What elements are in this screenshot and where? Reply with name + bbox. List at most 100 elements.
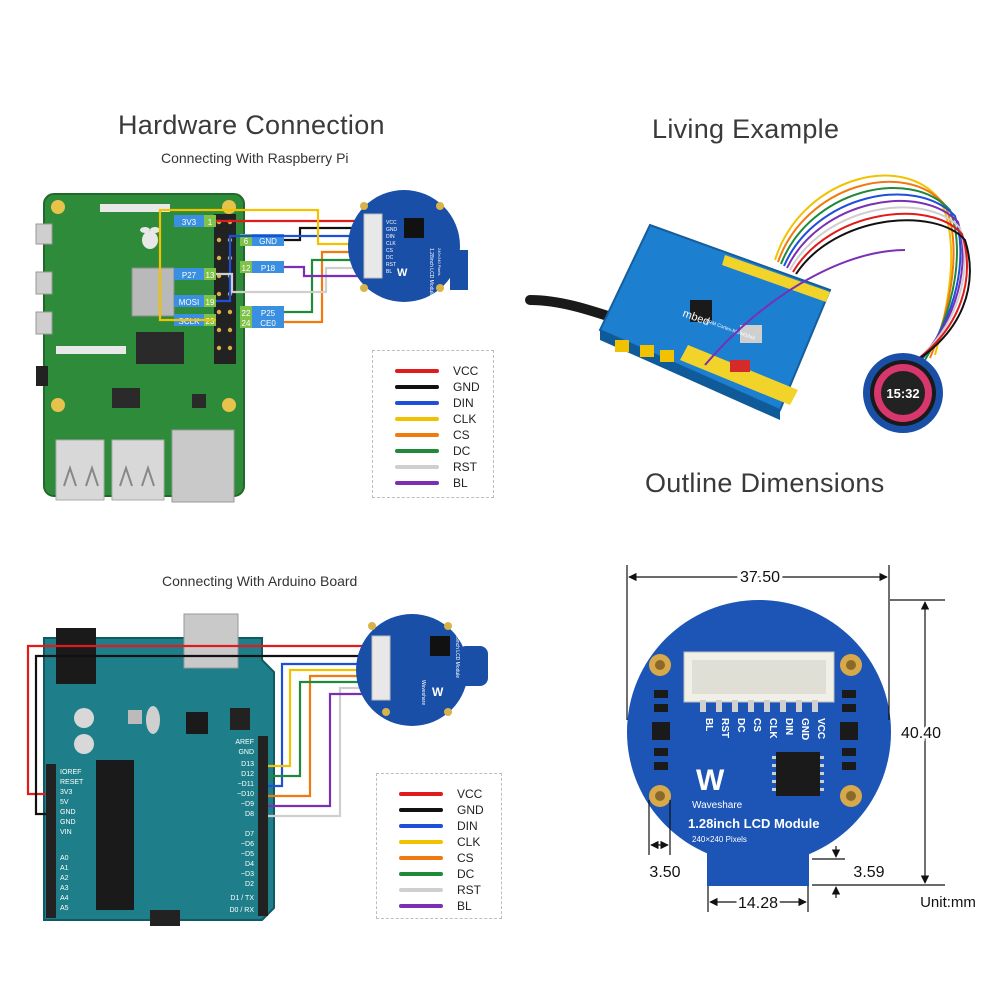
legend-label: CS [457,851,474,865]
dimension-lines [626,565,945,912]
legend-label: RST [453,460,477,474]
arduino-diagram: IOREF RESET 3V3 5V GND GND VIN A0 A1 A2 … [26,613,488,926]
lcd-pin-label: DIN [386,234,395,240]
header-yellow [722,255,830,302]
chip [186,712,208,734]
legend-line-clk [395,417,439,421]
legend-label: VCC [453,364,479,378]
hdmi-port [35,271,53,295]
usb-port [111,439,165,501]
pi-pin-label-ce0 [240,316,284,328]
chip [690,300,712,322]
example-wires [704,174,971,371]
lcd-pin-label: DC [386,255,394,261]
legend-line-vcc [399,792,443,796]
legend-line-gnd [399,808,443,812]
outline-dimensions-title: Outline Dimensions [645,468,885,498]
wire-gnd [284,226,372,242]
legend-label: GND [457,803,484,817]
pi-pin-num: 24 [242,319,251,328]
pi-pin-name: GND [259,237,277,246]
wire-dc [268,680,372,778]
arduino-digital-label: D2 [245,881,254,888]
arduino-pin-label: A0 [60,855,69,862]
legend-line-bl [399,904,443,908]
wire-clk [268,668,372,768]
module-name-text: 1.28inch LCD Module [688,816,819,831]
header-red [730,360,750,372]
legend-line-clk [399,840,443,844]
legend-label: BL [453,476,468,490]
wire-din [216,234,372,303]
pi-pin-label-p18 [240,261,284,273]
wire-legend-arduino: VCC GND DIN CLK CS DC RST BL [376,773,502,919]
reset-button [128,710,142,724]
legend-line-gnd [395,385,439,389]
lcd-module-small-arduino: W 1.28inch LCD Module Waveshare [356,614,488,726]
arduino-digital-label: ~D11 [238,781,255,788]
wire-dc [284,258,372,314]
power-header [46,764,56,918]
wire-clk [158,208,372,322]
microcontroller-chip [96,760,134,910]
lcd-pin-label: RST [386,262,396,268]
arduino-digital-label: D13 [241,761,254,768]
pi-pin-name: MOSI [179,298,199,307]
legend-label: DIN [457,819,478,833]
lcd-pin-label: BL [386,269,392,275]
usb-c-port [35,223,53,245]
legend-line-vcc [395,369,439,373]
module-pin-label: CS [751,718,762,732]
dimension-left-offset: 3.50 [649,864,680,881]
legend-line-dc [399,872,443,876]
mounting-hole [51,200,65,214]
legend-label: DC [453,444,471,458]
pi-pin-name: CE0 [260,319,276,328]
icsp-header [230,708,250,730]
pi-wires [158,208,372,324]
arduino-digital-label: ~D10 [237,791,254,798]
living-example-title: Living Example [652,114,840,144]
pi-pin-label-p25 [240,306,284,318]
arduino-digital-label: ~D6 [241,841,254,848]
connecting-pi-subtitle: Connecting With Raspberry Pi [161,150,349,166]
legend-line-cs [395,433,439,437]
module-pin-label: CLK [767,718,778,739]
module-pin-label: RST [719,718,730,738]
pi-pin-num: 22 [242,309,251,318]
hardware-connection-title: Hardware Connection [118,110,385,140]
wire-bl [284,265,372,278]
arduino-pin-label: A3 [60,885,69,892]
wire-cs [268,674,372,798]
arduino-digital-label: AREF [235,739,254,746]
connecting-arduino-subtitle: Connecting With Arduino Board [162,573,358,589]
driver-ic [776,752,820,796]
pi-pin-label-3v3 [174,215,216,227]
arduino-digital-label: D12 [241,771,254,778]
capacitor [74,708,94,728]
legend-line-bl [395,481,439,485]
camera-connector [100,204,170,212]
wire-cs [284,250,372,324]
jumper [615,340,629,352]
arduino-digital-label: D4 [245,861,254,868]
dimension-bottom-offset: 3.59 [853,864,884,881]
display-connector [56,346,126,354]
arduino-pin-label: 5V [60,799,69,806]
jumper [660,350,674,362]
arduino-digital-label: ~D3 [241,871,254,878]
legend-label: DC [457,867,475,881]
legend-line-rst [395,465,439,469]
wire-legend-pi: VCC GND DIN CLK CS DC RST BL [372,350,494,498]
audio-port [36,366,48,386]
capacitor [74,734,94,754]
pi-pin-name: P25 [261,309,276,318]
mounting-hole [222,398,236,412]
legend-label: CLK [457,835,481,849]
usb-b-port [183,613,239,669]
chip [192,394,206,408]
raspberry-pi-diagram: 3V3 1 P27 13 MOSI 19 SCLK 23 6 GND 12 P1… [35,190,468,503]
jumper [640,345,654,357]
chip [740,325,762,343]
arduino-pin-label: A2 [60,875,69,882]
